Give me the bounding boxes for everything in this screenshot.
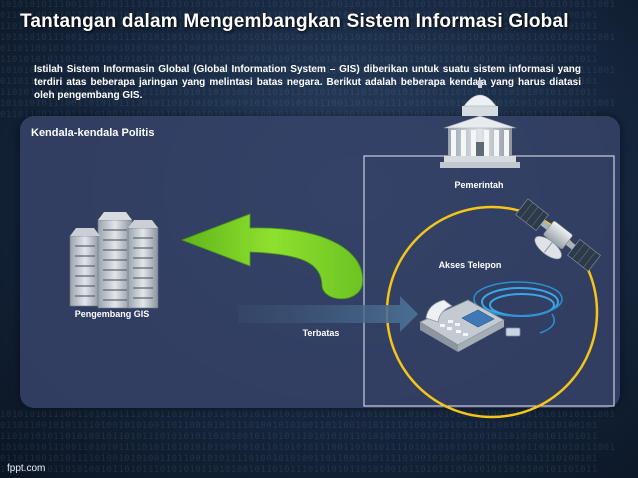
government-label: Pemerintah xyxy=(454,180,504,190)
phone-access-label: Akses Telepon xyxy=(438,260,502,270)
buildings-icon xyxy=(69,212,159,309)
region-boundary xyxy=(363,155,615,407)
watermark: fppt.com xyxy=(7,463,46,474)
network-cable-icon xyxy=(473,281,563,337)
government-building-icon xyxy=(440,80,520,168)
binary-background-bottom: 1010101011100110101011110101101010101100… xyxy=(0,410,616,475)
connector-arrow xyxy=(238,296,418,332)
intro-paragraph: Istilah Sistem Informasin Global (Global… xyxy=(34,64,581,101)
developer-label: Pengembang GIS xyxy=(74,309,150,319)
restricted-label: Terbatas xyxy=(302,328,340,338)
satellite-icon xyxy=(515,198,601,272)
binary-background-top: 1010101011100110101011110101101010101100… xyxy=(0,0,616,118)
telephone-icon xyxy=(419,299,505,352)
panel-title: Kendala-kendala Politis xyxy=(31,127,155,139)
slide-title: Tantangan dalam Mengembangkan Sistem Inf… xyxy=(20,11,569,32)
feedback-arrow xyxy=(180,213,364,300)
